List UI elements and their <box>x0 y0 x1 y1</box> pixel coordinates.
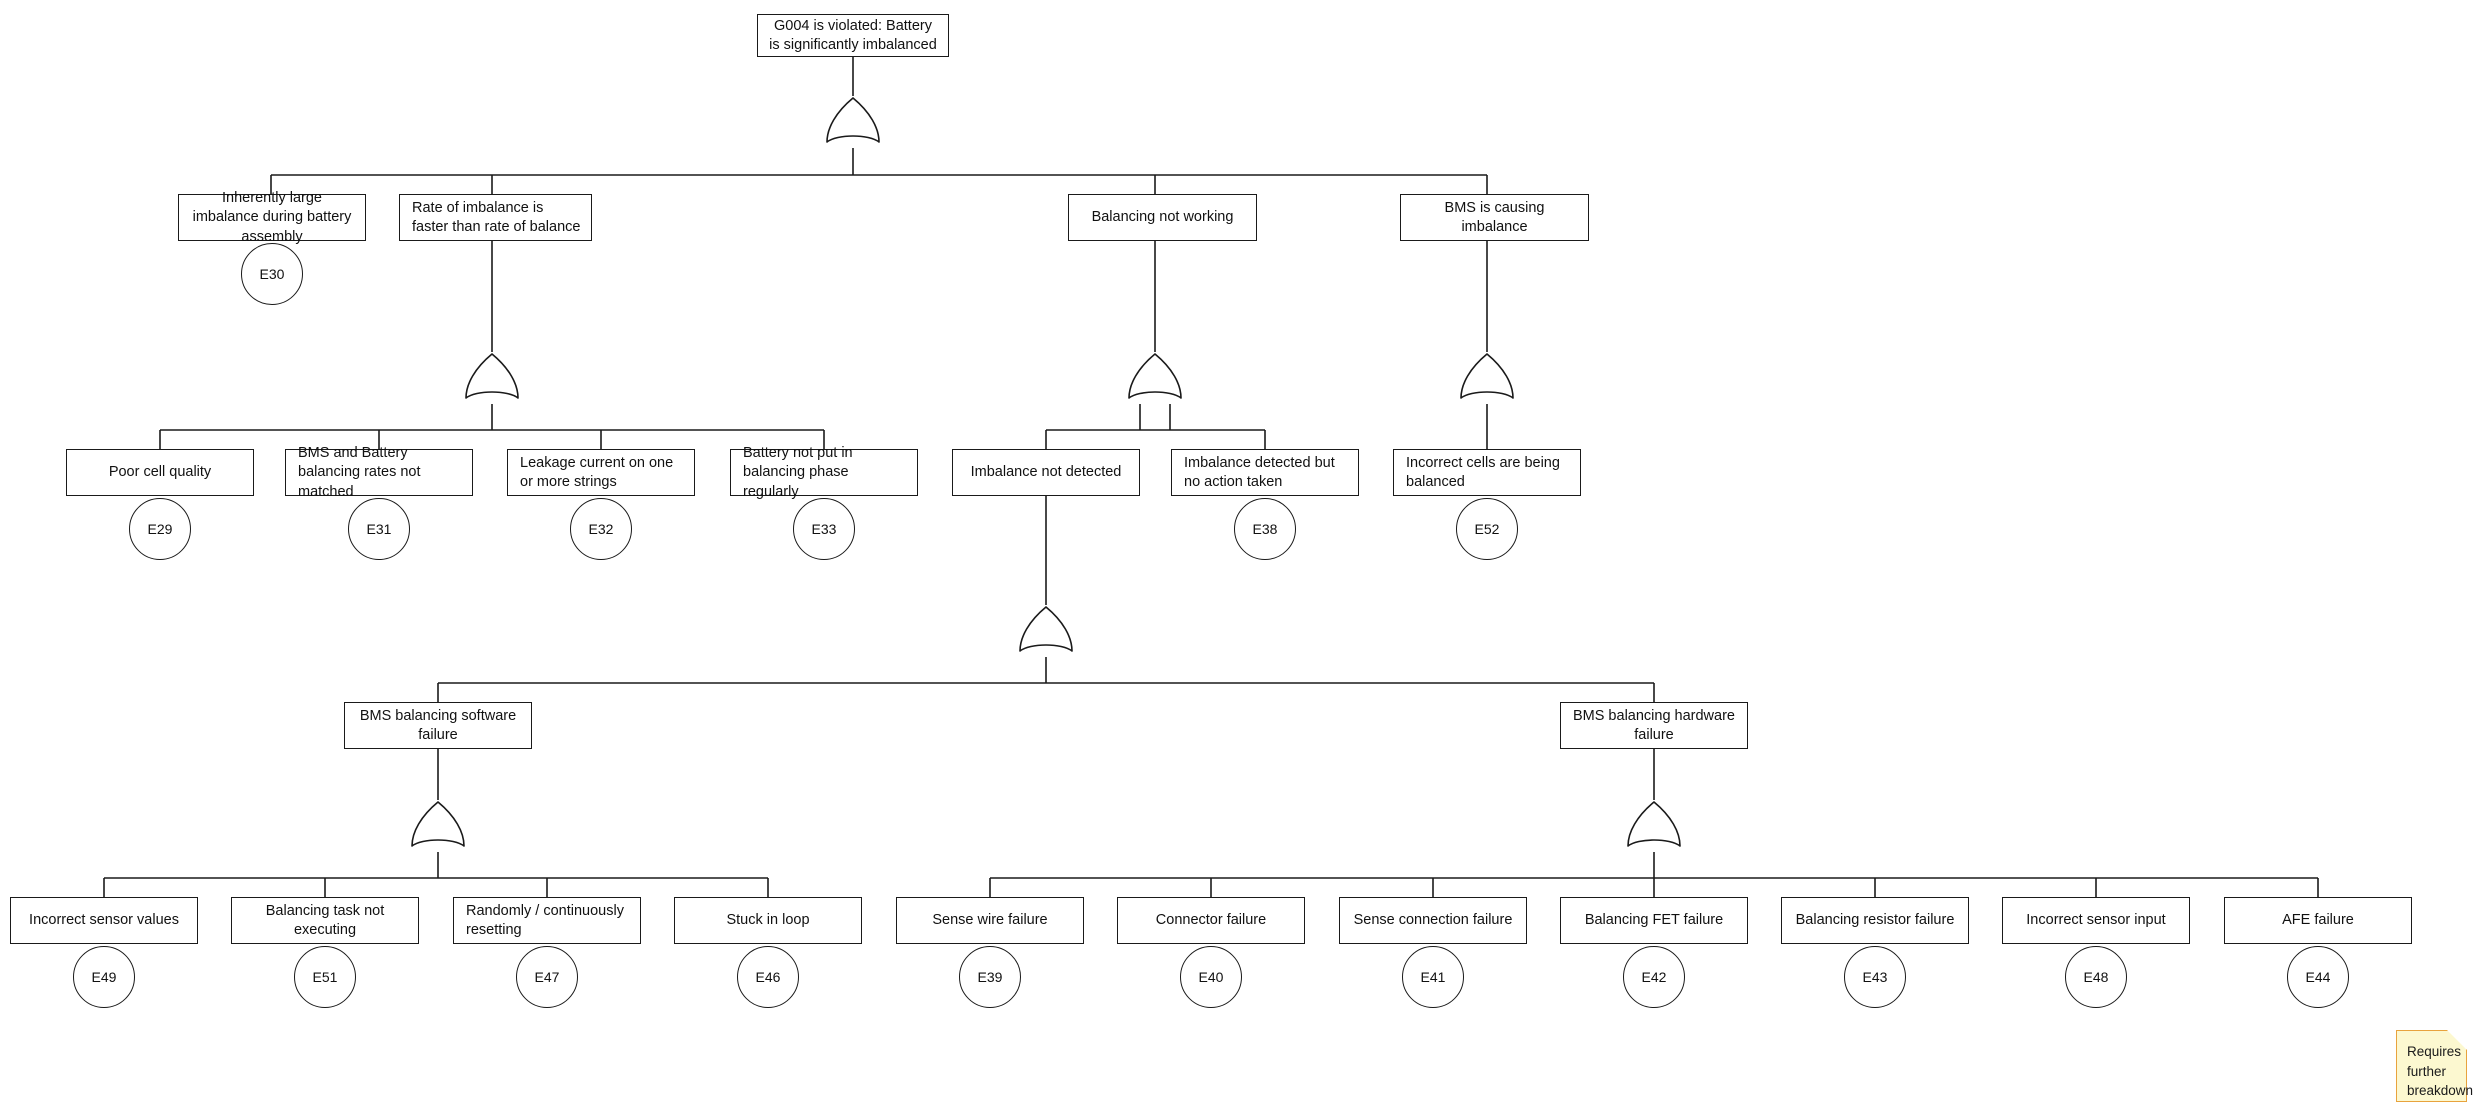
event-id: E31 <box>366 521 392 537</box>
sticky-note-label: Requires further breakdown <box>2407 1044 2474 1099</box>
node-label: Incorrect sensor values <box>29 912 179 929</box>
or-gate-bms-causing-imbalance[interactable] <box>1457 352 1517 404</box>
node-rate-of-imbalance[interactable]: Rate of imbalance is faster than rate of… <box>399 194 592 241</box>
event-circle-e48[interactable]: E48 <box>2065 946 2127 1008</box>
event-id: E49 <box>91 969 117 985</box>
node-label: Stuck in loop <box>726 912 810 929</box>
event-id: E32 <box>588 521 614 537</box>
event-circle-e49[interactable]: E49 <box>73 946 135 1008</box>
event-id: E51 <box>312 969 338 985</box>
event-circle-e31[interactable]: E31 <box>348 498 410 560</box>
event-id: E29 <box>147 521 173 537</box>
node-bms-balancing-software-failure[interactable]: BMS balancing software failure <box>344 702 532 749</box>
event-id: E40 <box>1198 969 1224 985</box>
node-imbalance-detected-no-action[interactable]: Imbalance detected but no action taken <box>1171 449 1359 496</box>
event-circle-e41[interactable]: E41 <box>1402 946 1464 1008</box>
event-circle-e43[interactable]: E43 <box>1844 946 1906 1008</box>
node-label: Sense wire failure <box>932 912 1048 929</box>
node-afe-failure[interactable]: AFE failure <box>2224 897 2412 944</box>
event-circle-e40[interactable]: E40 <box>1180 946 1242 1008</box>
event-circle-e52[interactable]: E52 <box>1456 498 1518 560</box>
or-gate-root[interactable] <box>823 96 883 148</box>
node-label: Balancing not working <box>1091 209 1234 226</box>
node-label: Imbalance not detected <box>970 464 1122 481</box>
event-id: E38 <box>1252 521 1278 537</box>
node-label: Inherently large imbalance during batter… <box>192 190 352 245</box>
event-id: E33 <box>811 521 837 537</box>
node-label: Randomly / continuously resetting <box>466 902 624 938</box>
node-label: AFE failure <box>2282 912 2354 929</box>
event-id: E46 <box>755 969 781 985</box>
or-gate-balancing-not-working[interactable] <box>1125 352 1185 404</box>
node-bms-balancing-hardware-failure[interactable]: BMS balancing hardware failure <box>1560 702 1748 749</box>
node-label: Incorrect cells are being balanced <box>1406 454 1560 490</box>
node-poor-cell-quality[interactable]: Poor cell quality <box>66 449 254 496</box>
node-inherently-large-imbalance[interactable]: Inherently large imbalance during batter… <box>178 190 366 245</box>
node-balancing-fet-failure[interactable]: Balancing FET failure <box>1560 897 1748 944</box>
event-id: E43 <box>1862 969 1888 985</box>
event-id: E30 <box>259 266 285 282</box>
event-circle-e46[interactable]: E46 <box>737 946 799 1008</box>
node-label: Sense connection failure <box>1353 912 1513 929</box>
node-balancing-task-not-executing[interactable]: Balancing task not executing <box>231 897 419 944</box>
node-label: Balancing resistor failure <box>1795 912 1955 929</box>
node-label: Imbalance detected but no action taken <box>1184 454 1335 490</box>
node-leakage-current[interactable]: Leakage current on one or more strings <box>507 449 695 496</box>
node-label: Rate of imbalance is faster than rate of… <box>412 199 581 235</box>
event-id: E41 <box>1420 969 1446 985</box>
node-incorrect-sensor-values[interactable]: Incorrect sensor values <box>10 897 198 944</box>
node-sense-wire-failure[interactable]: Sense wire failure <box>896 897 1084 944</box>
event-circle-e39[interactable]: E39 <box>959 946 1021 1008</box>
node-incorrect-sensor-input[interactable]: Incorrect sensor input <box>2002 897 2190 944</box>
event-circle-e29[interactable]: E29 <box>129 498 191 560</box>
node-randomly-continuously-resetting[interactable]: Randomly / continuously resetting <box>453 897 641 944</box>
or-gate-imbalance-not-detected[interactable] <box>1016 605 1076 657</box>
node-label: BMS and Battery balancing rates not matc… <box>298 445 421 500</box>
event-circle-e42[interactable]: E42 <box>1623 946 1685 1008</box>
node-imbalance-not-detected[interactable]: Imbalance not detected <box>952 449 1140 496</box>
or-gate-hardware-failure[interactable] <box>1624 800 1684 852</box>
event-circle-e47[interactable]: E47 <box>516 946 578 1008</box>
node-label: Battery not put in balancing phase regul… <box>743 445 853 500</box>
event-circle-e38[interactable]: E38 <box>1234 498 1296 560</box>
node-label: Incorrect sensor input <box>2026 912 2166 929</box>
node-bms-causing-imbalance[interactable]: BMS is causing imbalance <box>1400 194 1589 241</box>
node-balancing-not-working[interactable]: Balancing not working <box>1068 194 1257 241</box>
event-circle-e30[interactable]: E30 <box>241 243 303 305</box>
node-balancing-resistor-failure[interactable]: Balancing resistor failure <box>1781 897 1969 944</box>
node-label: Poor cell quality <box>108 464 212 481</box>
event-id: E52 <box>1474 521 1500 537</box>
node-stuck-in-loop[interactable]: Stuck in loop <box>674 897 862 944</box>
node-label: Balancing task not executing <box>265 902 385 938</box>
node-incorrect-cells-balanced[interactable]: Incorrect cells are being balanced <box>1393 449 1581 496</box>
event-circle-e51[interactable]: E51 <box>294 946 356 1008</box>
event-id: E44 <box>2305 969 2331 985</box>
event-id: E47 <box>534 969 560 985</box>
event-id: E42 <box>1641 969 1667 985</box>
node-bms-battery-rates-not-matched[interactable]: BMS and Battery balancing rates not matc… <box>285 445 473 500</box>
event-id: E48 <box>2083 969 2109 985</box>
node-label: Connector failure <box>1155 912 1267 929</box>
node-label: BMS balancing software failure <box>359 707 517 743</box>
node-battery-not-in-balancing-phase[interactable]: Battery not put in balancing phase regul… <box>730 445 918 500</box>
node-sense-connection-failure[interactable]: Sense connection failure <box>1339 897 1527 944</box>
node-label: Balancing FET failure <box>1584 912 1724 929</box>
node-label: G004 is violated: Battery is significant… <box>769 17 937 53</box>
node-label: BMS is causing imbalance <box>1444 199 1545 235</box>
node-label: BMS balancing hardware failure <box>1572 707 1735 743</box>
or-gate-software-failure[interactable] <box>408 800 468 852</box>
event-circle-e32[interactable]: E32 <box>570 498 632 560</box>
node-label: Leakage current on one or more strings <box>520 454 674 490</box>
event-circle-e44[interactable]: E44 <box>2287 946 2349 1008</box>
event-circle-e33[interactable]: E33 <box>793 498 855 560</box>
node-connector-failure[interactable]: Connector failure <box>1117 897 1305 944</box>
node-top-event[interactable]: G004 is violated: Battery is significant… <box>757 14 949 57</box>
event-id: E39 <box>977 969 1003 985</box>
sticky-note-requires-further-breakdown[interactable]: Requires further breakdown <box>2396 1030 2473 1102</box>
or-gate-rate-of-imbalance[interactable] <box>462 352 522 404</box>
